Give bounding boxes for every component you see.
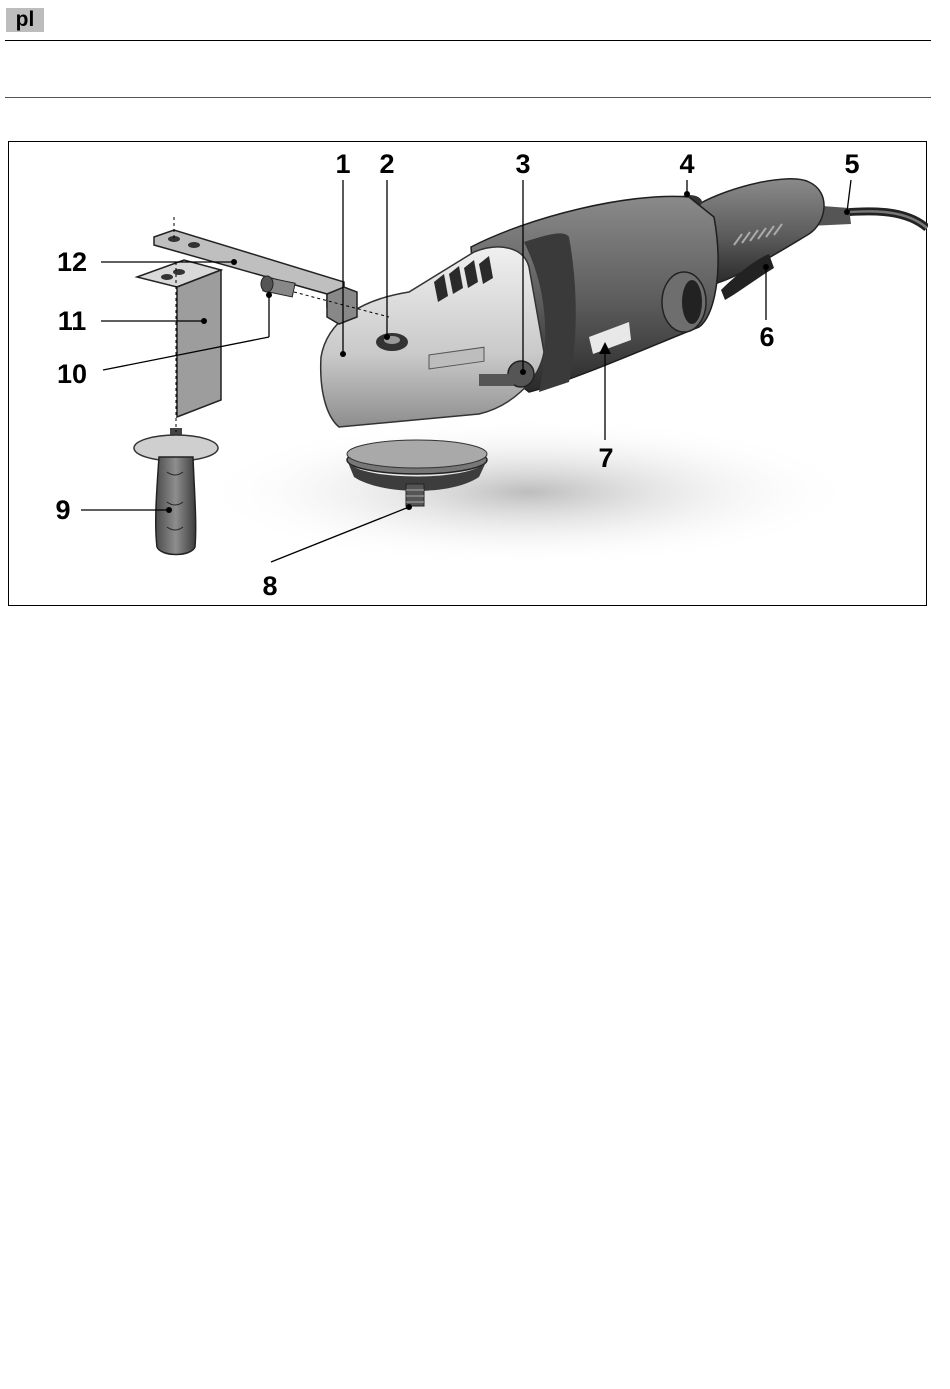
callout-12: 12: [57, 247, 87, 277]
callout-1: 1: [335, 149, 350, 179]
callout-4: 4: [679, 149, 694, 179]
callout-5: 5: [844, 149, 859, 179]
callout-7: 7: [598, 443, 613, 473]
callout-2: 2: [379, 149, 394, 179]
callout-9: 9: [55, 495, 70, 525]
angle-grinder-figure: 1 2 3 4 5 6 7 8 9 10 11 12: [8, 141, 927, 606]
section-rule: [5, 97, 931, 98]
header-rule: [5, 40, 931, 41]
callout-8: 8: [262, 571, 277, 601]
deflector-plate: [137, 260, 221, 432]
callout-6: 6: [759, 322, 774, 352]
angle-grinder-illustration: 1 2 3 4 5 6 7 8 9 10 11 12: [9, 142, 928, 607]
power-cable: [809, 205, 927, 228]
floor-shadow: [199, 417, 859, 567]
language-badge: pl: [6, 8, 44, 32]
callout-11: 11: [58, 306, 87, 336]
callout-3: 3: [515, 149, 530, 179]
callout-10: 10: [57, 359, 87, 389]
gear-head: [321, 247, 544, 427]
